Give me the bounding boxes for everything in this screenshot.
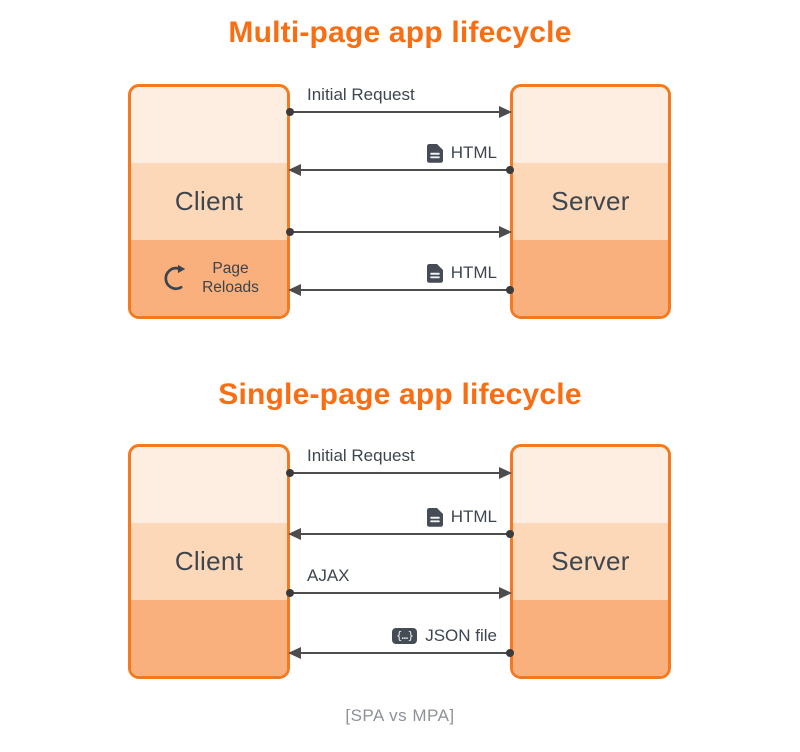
arrow-label-text: HTML	[450, 143, 497, 162]
html-document-icon	[426, 507, 443, 527]
arrow-tail-dot	[286, 228, 294, 236]
arrow-label: HTML	[426, 143, 497, 163]
page-reloads-line2: Reloads	[202, 278, 259, 296]
arrow-line	[290, 111, 509, 113]
mpa-server-label: Server	[551, 185, 630, 216]
arrow-line	[290, 169, 509, 171]
spa-server-band-middle: Server	[513, 523, 668, 600]
arrow-tail-dot	[286, 589, 294, 597]
spa-server-band-bottom	[513, 599, 668, 676]
spa-client-band-middle: Client	[131, 523, 287, 600]
arrow-tail-dot	[506, 649, 514, 657]
spa-client-label: Client	[174, 545, 244, 576]
arrow-label-text: HTML	[450, 263, 497, 282]
mpa-client-box: Client Page Reloads	[128, 84, 290, 319]
mpa-client-band-middle: Client	[131, 163, 287, 240]
arrow-tail-dot	[286, 108, 294, 116]
mpa-client-band-top	[131, 87, 287, 164]
arrow-label: Initial Request	[307, 85, 415, 105]
arrow-label: HTML	[426, 263, 497, 283]
arrow-line	[290, 289, 509, 291]
arrow-label-text: Initial Request	[307, 446, 415, 465]
arrow-line	[290, 533, 509, 535]
arrow-label: HTML	[426, 507, 497, 527]
arrow-label: {…} JSON file	[392, 626, 497, 646]
mpa-client-label: Client	[174, 185, 244, 216]
html-document-icon	[426, 263, 443, 283]
arrow-line	[290, 231, 509, 233]
json-braces-icon: {…}	[392, 628, 418, 644]
page-reload-refresh-icon	[159, 261, 193, 295]
arrow-label: Initial Request	[307, 446, 415, 466]
footer-caption: [SPA vs MPA]	[345, 706, 455, 725]
spa-server-band-top	[513, 447, 668, 524]
html-document-icon	[426, 143, 443, 163]
arrow-label-text: HTML	[450, 507, 497, 526]
mpa-diagram-title: Multi-page app lifecycle	[228, 16, 572, 49]
arrow-label: AJAX	[307, 566, 350, 586]
spa-client-box: Client	[128, 444, 290, 679]
arrow-head	[288, 284, 301, 296]
arrow-head	[499, 467, 512, 479]
mpa-server-box: Server	[510, 84, 671, 319]
mpa-client-band-bottom: Page Reloads	[131, 239, 287, 316]
page-reloads-label: Page Reloads	[202, 259, 259, 297]
arrow-tail-dot	[506, 286, 514, 294]
arrow-line	[290, 592, 509, 594]
arrow-head	[499, 587, 512, 599]
arrow-tail-dot	[506, 530, 514, 538]
spa-client-band-bottom	[131, 599, 287, 676]
arrow-label-text: Initial Request	[307, 85, 415, 104]
arrow-head	[288, 647, 301, 659]
arrow-head	[288, 164, 301, 176]
mpa-server-band-bottom	[513, 239, 668, 316]
spa-server-box: Server	[510, 444, 671, 679]
spa-client-band-top	[131, 447, 287, 524]
spa-server-label: Server	[551, 545, 630, 576]
arrow-label-text: JSON file	[425, 626, 497, 645]
mpa-server-band-middle: Server	[513, 163, 668, 240]
arrow-head	[499, 106, 512, 118]
arrow-line	[290, 652, 509, 654]
page-reloads-line1: Page	[212, 259, 249, 277]
mpa-server-band-top	[513, 87, 668, 164]
spa-diagram-title: Single-page app lifecycle	[218, 378, 582, 411]
arrow-line	[290, 472, 509, 474]
arrow-head	[288, 528, 301, 540]
arrow-head	[499, 226, 512, 238]
arrow-tail-dot	[286, 469, 294, 477]
arrow-tail-dot	[506, 166, 514, 174]
arrow-label-text: AJAX	[307, 566, 350, 585]
